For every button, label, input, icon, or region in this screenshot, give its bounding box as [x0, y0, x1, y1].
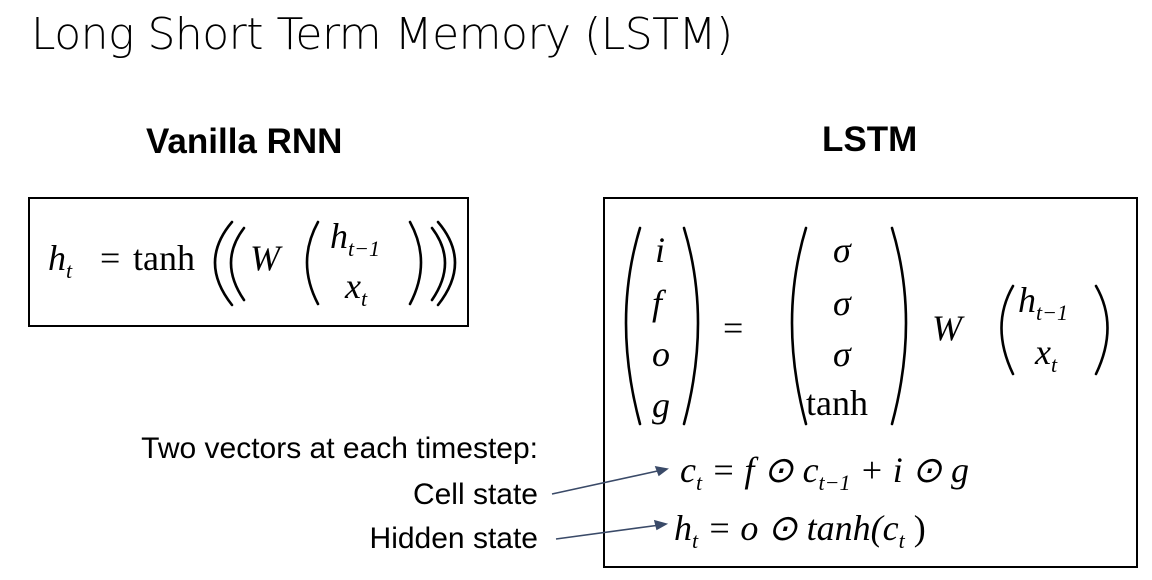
lstm-input-close-paren: [1094, 284, 1109, 376]
cell-state-arrowhead: [654, 465, 669, 477]
notes-cell-state: Cell state: [412, 478, 538, 511]
lstm-gate-g: g: [652, 387, 670, 423]
act-sigma-3: σ: [833, 334, 851, 374]
lstm-equals: =: [723, 308, 744, 348]
lstm-vec-bottom-sub: t: [1050, 352, 1058, 378]
vanilla-rnn-heading: Vanilla RNN: [146, 122, 343, 161]
lstm-gate-o: o: [652, 336, 670, 372]
rnn-weight: W: [250, 240, 280, 276]
rnn-lhs-var: h: [48, 238, 66, 278]
lstm-act-2: σ: [833, 285, 851, 321]
act-sigma-1: σ: [833, 230, 851, 270]
cell-state-equation: ct = f ⊙ ct−1 + i ⊙ g: [680, 452, 969, 494]
gate-o: o: [652, 334, 670, 374]
lstm-act-4: tanh: [806, 383, 868, 423]
hidden-eq-rhs-tail: ): [913, 508, 926, 548]
rnn-vector-close-paren: [408, 220, 423, 306]
notes-hidden-state: Hidden state: [369, 522, 538, 555]
lstm-activations-open-paren: [790, 226, 808, 426]
lstm-weight: W: [932, 310, 962, 346]
hidden-state-arrowhead: [653, 519, 669, 531]
hidden-eq-lhs-sub: t: [692, 528, 699, 554]
rnn-w-close-paren: [436, 220, 457, 307]
lstm-heading: LSTM: [822, 120, 918, 159]
lstm-gates-open-paren: [624, 226, 642, 426]
hidden-eq-lhs: h: [674, 508, 692, 548]
cell-state-arrow: [551, 469, 663, 495]
lstm-act-1: σ: [833, 232, 851, 268]
lstm-equation-box: [603, 197, 1138, 568]
gate-i: i: [655, 230, 666, 270]
lstm-activations-close-paren: [890, 226, 908, 426]
rnn-tanh-close-paren: [430, 226, 447, 302]
cell-eq-rhs: = f ⊙ c: [711, 450, 819, 490]
cell-eq-lhs-sub: t: [695, 470, 703, 496]
lstm-vec-bottom-var: x: [1035, 332, 1051, 372]
rnn-tanh-open-paren: [229, 226, 246, 302]
rnn-lhs-sub: t: [66, 258, 73, 284]
lstm-vec-top: ht−1: [1018, 282, 1068, 324]
lstm-vec-bottom: xt: [1035, 334, 1057, 376]
rnn-vec-top-sub: t−1: [348, 236, 380, 262]
lstm-vec-top-sub: t−1: [1036, 300, 1068, 326]
cell-eq-lhs: c: [680, 450, 696, 490]
rnn-vec-bottom: xt: [345, 268, 367, 310]
lstm-act-3: σ: [833, 336, 851, 372]
lstm-gates-close-paren: [682, 226, 700, 426]
rnn-vec-top: ht−1: [330, 218, 380, 260]
rnn-vec-bottom-var: x: [345, 266, 361, 306]
gate-g: g: [652, 385, 670, 425]
rnn-tanh: tanh: [133, 238, 195, 278]
gate-f: f: [652, 283, 663, 323]
rnn-weight-symbol: W: [250, 238, 280, 278]
rnn-vector-open-paren: [305, 220, 320, 306]
hidden-state-equation: ht = o ⊙ tanh(ct ): [674, 510, 926, 552]
slide-title: Long Short Term Memory (LSTM): [31, 9, 733, 60]
hidden-eq-rhs: = o ⊙ tanh(c: [707, 508, 899, 548]
rnn-equals: =: [100, 238, 121, 278]
rnn-lhs: ht: [48, 240, 72, 282]
rnn-vec-bottom-sub: t: [360, 286, 368, 312]
rnn-w-open-paren: [213, 220, 234, 307]
lstm-vec-top-var: h: [1018, 280, 1036, 320]
lstm-input-open-paren: [1000, 284, 1015, 376]
notes-intro: Two vectors at each timestep:: [141, 432, 538, 465]
lstm-weight-symbol: W: [932, 308, 962, 348]
hidden-state-arrow: [555, 524, 661, 540]
rnn-vec-top-var: h: [330, 216, 348, 256]
lstm-gate-i: i: [655, 232, 665, 268]
vanilla-rnn-equation-box: [28, 197, 469, 327]
lstm-gate-f: f: [652, 285, 662, 321]
act-sigma-2: σ: [833, 283, 851, 323]
cell-eq-rhs-tail: + i ⊙ g: [859, 450, 969, 490]
hidden-eq-rhs-sub: t: [898, 528, 905, 554]
cell-eq-rhs-sub: t−1: [818, 470, 851, 496]
